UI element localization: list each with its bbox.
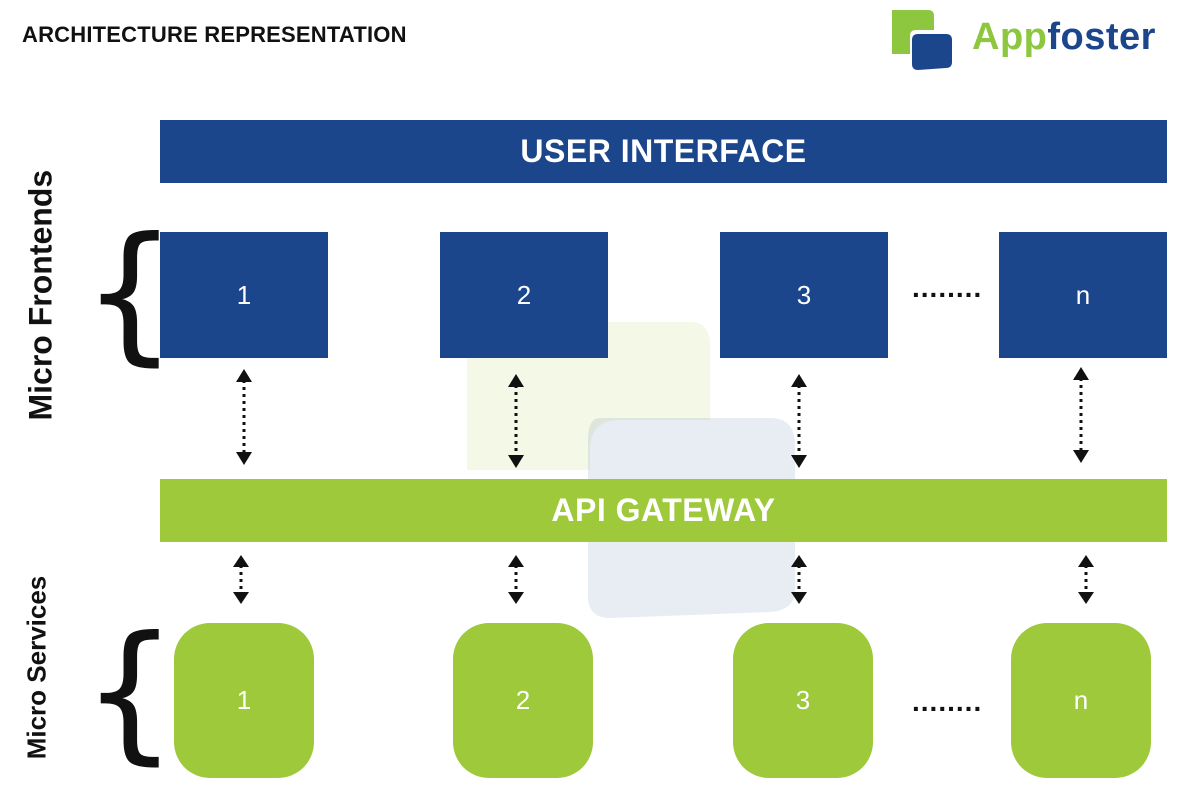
page-title: ARCHITECTURE REPRESENTATION: [22, 22, 407, 47]
user-interface-bar: USER INTERFACE: [160, 120, 1167, 183]
api-gateway-bar: API GATEWAY: [160, 479, 1167, 542]
appfoster-logo: Appfoster: [888, 8, 1188, 70]
logo-text-app: App: [972, 16, 1048, 58]
micro-service-box-2: 2: [453, 623, 593, 778]
double-arrow-icon: [1073, 367, 1089, 463]
micro-frontend-box-n: n: [999, 232, 1167, 358]
micro-service-box-3: 3: [733, 623, 873, 778]
micro-frontend-box-3: 3: [720, 232, 888, 358]
double-arrow-icon: [236, 369, 252, 465]
micro-frontend-box-2: 2: [440, 232, 608, 358]
logo-text: Appfoster: [972, 16, 1156, 59]
double-arrow-icon: [508, 374, 524, 468]
double-arrow-icon: [1078, 555, 1094, 604]
micro-frontends-ellipsis: ........: [912, 272, 983, 303]
logo-text-foster: foster: [1047, 16, 1156, 58]
micro-services-ellipsis: ........: [912, 686, 983, 717]
micro-frontend-box-1: 1: [160, 232, 328, 358]
double-arrow-icon: [508, 555, 524, 604]
left-brace-icon: {: [82, 605, 178, 779]
double-arrow-icon: [233, 555, 249, 604]
double-arrow-icon: [791, 555, 807, 604]
micro-services-label: Micro Services: [21, 575, 52, 760]
micro-service-box-n: n: [1011, 623, 1151, 778]
double-arrow-icon: [791, 374, 807, 468]
appfoster-logo-icon: [892, 10, 952, 70]
micro-service-box-1: 1: [174, 623, 314, 778]
